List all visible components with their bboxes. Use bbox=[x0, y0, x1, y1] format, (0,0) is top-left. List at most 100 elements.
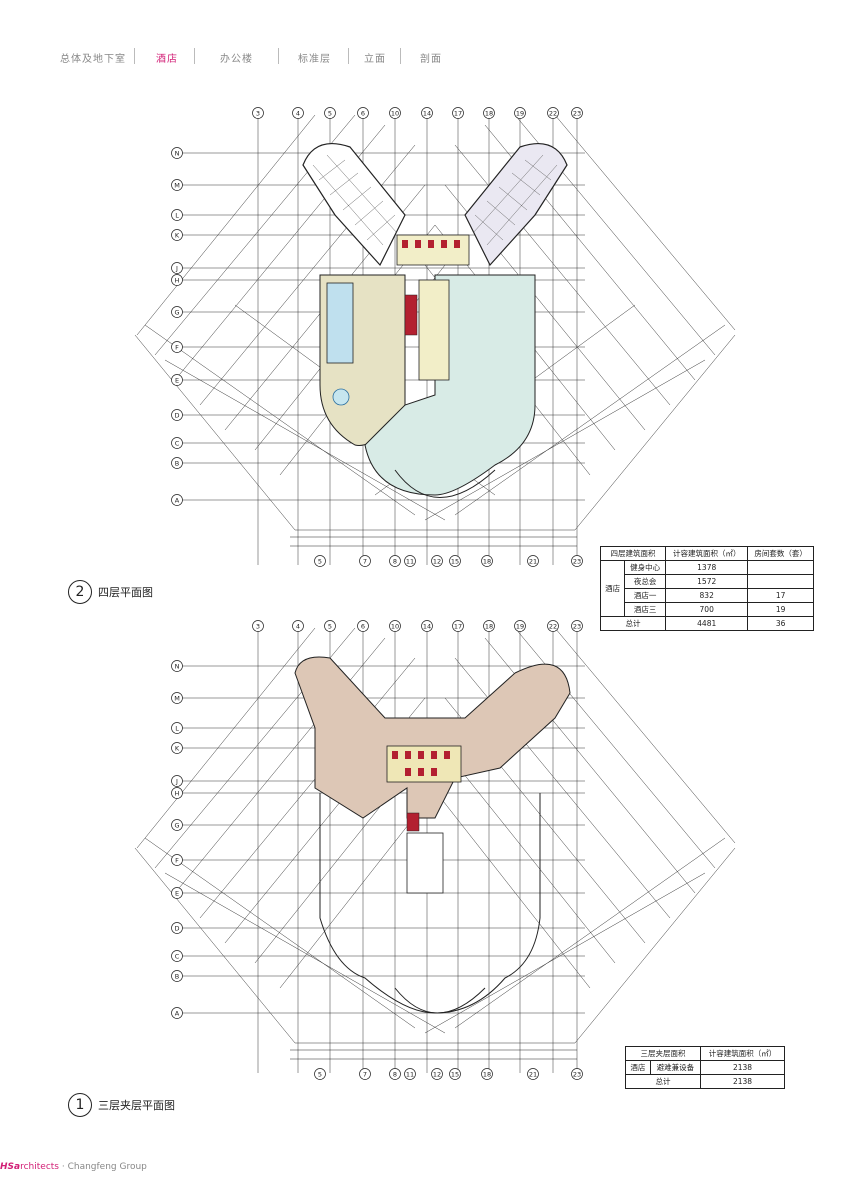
grid-column-18-label: 18 bbox=[483, 558, 491, 566]
table-total-row: 总计 4481 36 bbox=[599, 616, 814, 631]
grid-column-7-label: 7 bbox=[363, 1071, 367, 1079]
nav-item-overall[interactable]: 总体及地下室 bbox=[60, 54, 126, 65]
grid-row-e-label: E bbox=[175, 377, 179, 385]
grid-column-10-bubble bbox=[389, 107, 401, 119]
grid-column-23-label: 23 bbox=[573, 110, 581, 118]
grid-row-b-bubble bbox=[171, 970, 183, 982]
company-name: · Changfeng Group bbox=[61, 1162, 147, 1172]
grid-column-17-bubble bbox=[452, 107, 464, 119]
grid-row-g-bubble bbox=[171, 819, 183, 831]
table-header: 三层夹层面积 bbox=[625, 1046, 701, 1061]
grid-row-d-label: D bbox=[174, 412, 179, 420]
grid-column-21-label: 21 bbox=[529, 1071, 537, 1079]
grid-row-l-bubble bbox=[171, 209, 183, 221]
table-cell: 2138 bbox=[699, 1060, 786, 1075]
table-row: 酒店 避难兼设备 2138 bbox=[625, 1060, 786, 1075]
mezzanine-zone bbox=[294, 656, 571, 894]
grid-row-b-bubble bbox=[171, 457, 183, 469]
grid-row-h-bubble bbox=[171, 274, 183, 286]
table-header-row: 四层建筑面积 计容建筑面积（㎡） 房间套数（套） bbox=[599, 546, 814, 561]
grid-column-5-bubble bbox=[324, 107, 336, 119]
hotel-wing-right bbox=[464, 143, 568, 267]
table-cell: 700 bbox=[665, 602, 749, 617]
grid-column-11-label: 11 bbox=[406, 1071, 414, 1079]
grid-column-14-label: 14 bbox=[423, 623, 431, 631]
table-cell: 酒店三 bbox=[624, 602, 667, 617]
nav-divider bbox=[134, 48, 135, 64]
table-cell: 36 bbox=[747, 616, 814, 631]
grid-row-l-bubble bbox=[171, 722, 183, 734]
grid-column-23-label: 23 bbox=[573, 623, 581, 631]
grid-row-f-label: F bbox=[175, 857, 179, 865]
grid-column-19-label: 19 bbox=[516, 623, 524, 631]
grid-row-m-bubble bbox=[171, 179, 183, 191]
table-header: 计容建筑面积（㎡） bbox=[665, 546, 749, 561]
grid-column-11-label: 11 bbox=[406, 558, 414, 566]
hsa-logo-sub: rchitects bbox=[20, 1162, 59, 1172]
table-group-label: 酒店 bbox=[625, 1060, 651, 1075]
grid-column-23-label: 23 bbox=[573, 1071, 581, 1079]
grid-column-17-label: 17 bbox=[454, 623, 462, 631]
table-total-row: 总计 2138 bbox=[625, 1074, 786, 1089]
core-zone bbox=[396, 234, 470, 381]
grid-row-f-bubble bbox=[171, 341, 183, 353]
grid-column-23-bubble bbox=[571, 1068, 583, 1080]
grid-column-6-bubble bbox=[357, 620, 369, 632]
table-row: 夜总会 1572 bbox=[601, 574, 814, 589]
grid-column-22-label: 22 bbox=[549, 623, 557, 631]
grid-row-b-label: B bbox=[175, 460, 179, 468]
grid-column-12-bubble bbox=[431, 555, 443, 567]
table-header: 计容建筑面积（㎡） bbox=[699, 1046, 786, 1061]
nav-item-office[interactable]: 办公楼 bbox=[220, 54, 253, 65]
grid-column-10-label: 10 bbox=[391, 623, 399, 631]
grid-column-15-bubble bbox=[449, 555, 461, 567]
grid-column-10-label: 10 bbox=[391, 110, 399, 118]
table-cell bbox=[747, 560, 814, 575]
grid-column-5-bubble bbox=[314, 555, 326, 567]
grid-row-h-bubble bbox=[171, 787, 183, 799]
grid-row-n-bubble bbox=[171, 660, 183, 672]
grid-row-k-label: K bbox=[175, 232, 180, 240]
table-cell: 19 bbox=[747, 602, 814, 617]
nav-item-section[interactable]: 剖面 bbox=[420, 54, 442, 65]
grid-row-c-label: C bbox=[175, 953, 180, 961]
table-cell bbox=[747, 574, 814, 589]
grid-column-12-label: 12 bbox=[433, 1071, 441, 1079]
nav-item-hotel[interactable]: 酒店 bbox=[156, 54, 178, 65]
grid-row-j-bubble bbox=[171, 775, 183, 787]
grid-row-d-label: D bbox=[174, 925, 179, 933]
grid-column-11-bubble bbox=[404, 1068, 416, 1080]
grid-row-b-label: B bbox=[175, 973, 179, 981]
grid-column-23-bubble bbox=[571, 107, 583, 119]
grid-column-21-bubble bbox=[527, 1068, 539, 1080]
table-header: 四层建筑面积 bbox=[599, 546, 667, 561]
nav-divider bbox=[348, 48, 349, 64]
grid-row-k-label: K bbox=[175, 745, 180, 753]
grid-column-15-label: 15 bbox=[451, 1071, 459, 1079]
grid-column-15-bubble bbox=[449, 1068, 461, 1080]
table-cell: 健身中心 bbox=[624, 560, 667, 575]
grid-row-g-label: G bbox=[174, 822, 179, 830]
table-cell: 1572 bbox=[665, 574, 749, 589]
table-cell: 酒店一 bbox=[624, 588, 667, 603]
table-cell: 832 bbox=[665, 588, 749, 603]
grid-row-n-label: N bbox=[175, 150, 180, 158]
grid-column-8-label: 8 bbox=[393, 558, 397, 566]
nav-item-standard-floor[interactable]: 标准层 bbox=[298, 54, 331, 65]
grid-column-22-bubble bbox=[547, 620, 559, 632]
grid-column-7-bubble bbox=[359, 1068, 371, 1080]
nav-item-elevation[interactable]: 立面 bbox=[364, 54, 386, 65]
grid-column-19-bubble bbox=[514, 107, 526, 119]
podium-outline bbox=[319, 793, 541, 1014]
grid-row-a-label: A bbox=[175, 497, 180, 505]
grid-column-19-label: 19 bbox=[516, 110, 524, 118]
grid-row-n-label: N bbox=[175, 663, 180, 671]
grid-row-f-bubble bbox=[171, 854, 183, 866]
table-header: 房间套数（套） bbox=[747, 546, 814, 561]
